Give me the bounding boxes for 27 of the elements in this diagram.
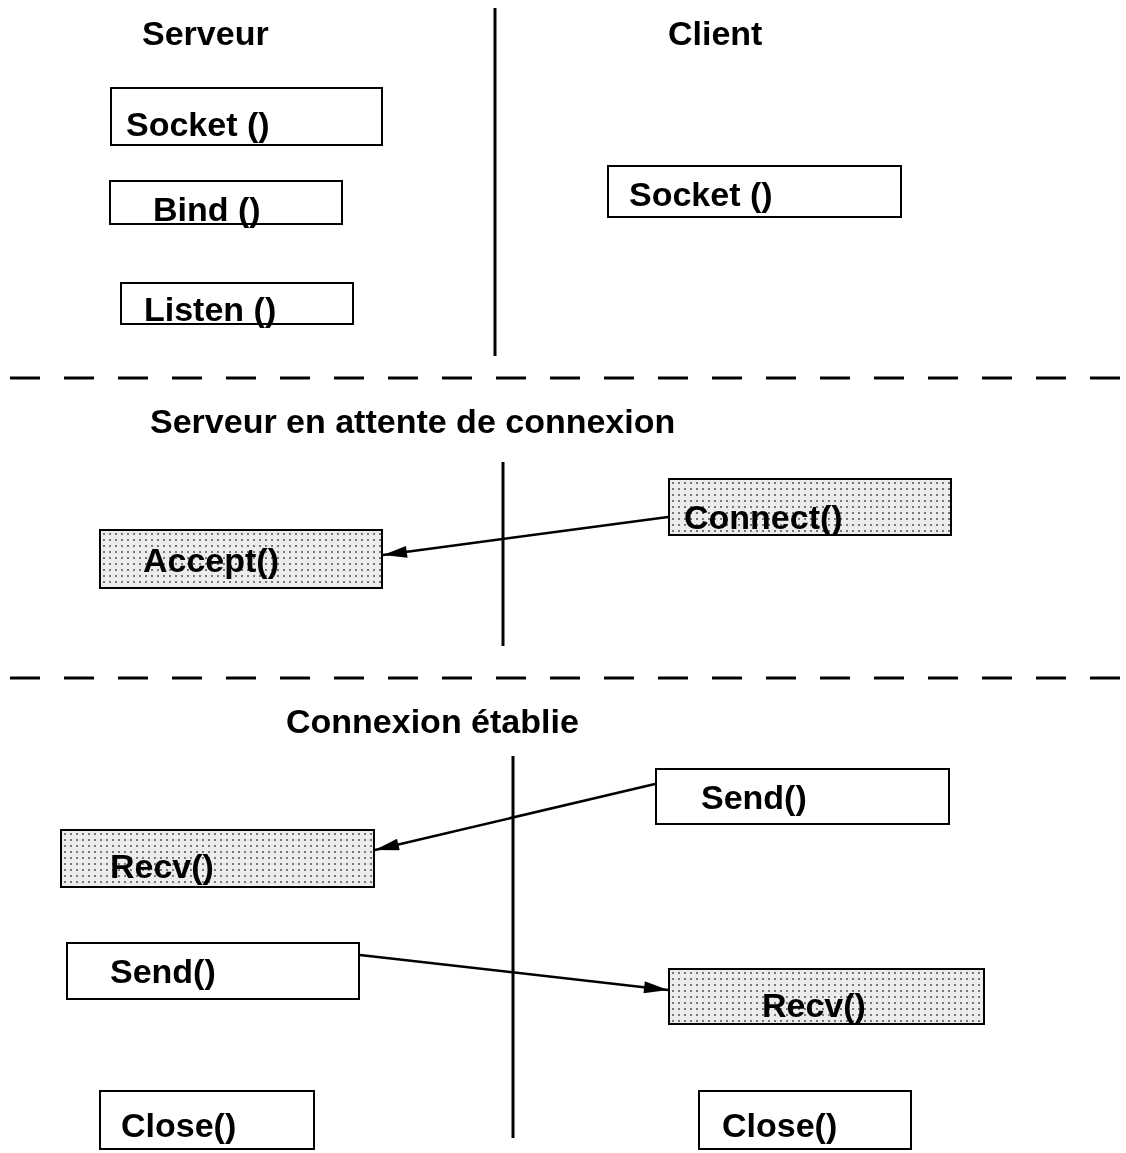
section-heading: Serveur en attente de connexion — [150, 404, 676, 438]
section-heading: Client — [668, 16, 763, 50]
arrow — [374, 782, 656, 852]
section-heading: Connexion établie — [286, 704, 579, 738]
function-box — [607, 165, 902, 218]
function-box — [668, 478, 952, 536]
function-name: Socket () — [126, 107, 270, 141]
arrow — [382, 515, 669, 558]
function-name: Send() — [701, 780, 807, 814]
function-box — [110, 87, 383, 146]
function-name: Accept() — [143, 543, 280, 577]
section-heading: Serveur — [142, 16, 269, 50]
function-name: Connect() — [684, 500, 843, 534]
function-box — [99, 1090, 315, 1150]
function-name: Socket () — [629, 177, 773, 211]
arrow — [359, 953, 669, 994]
function-box — [698, 1090, 912, 1150]
function-name: Close() — [722, 1108, 838, 1142]
function-name: Recv() — [762, 988, 866, 1022]
function-box — [99, 529, 383, 589]
function-name: Recv() — [110, 849, 214, 883]
function-box — [60, 829, 375, 888]
function-box — [66, 942, 360, 1000]
function-box — [668, 968, 985, 1025]
function-name: Close() — [121, 1108, 237, 1142]
function-box — [655, 768, 950, 825]
function-name: Send() — [110, 954, 216, 988]
